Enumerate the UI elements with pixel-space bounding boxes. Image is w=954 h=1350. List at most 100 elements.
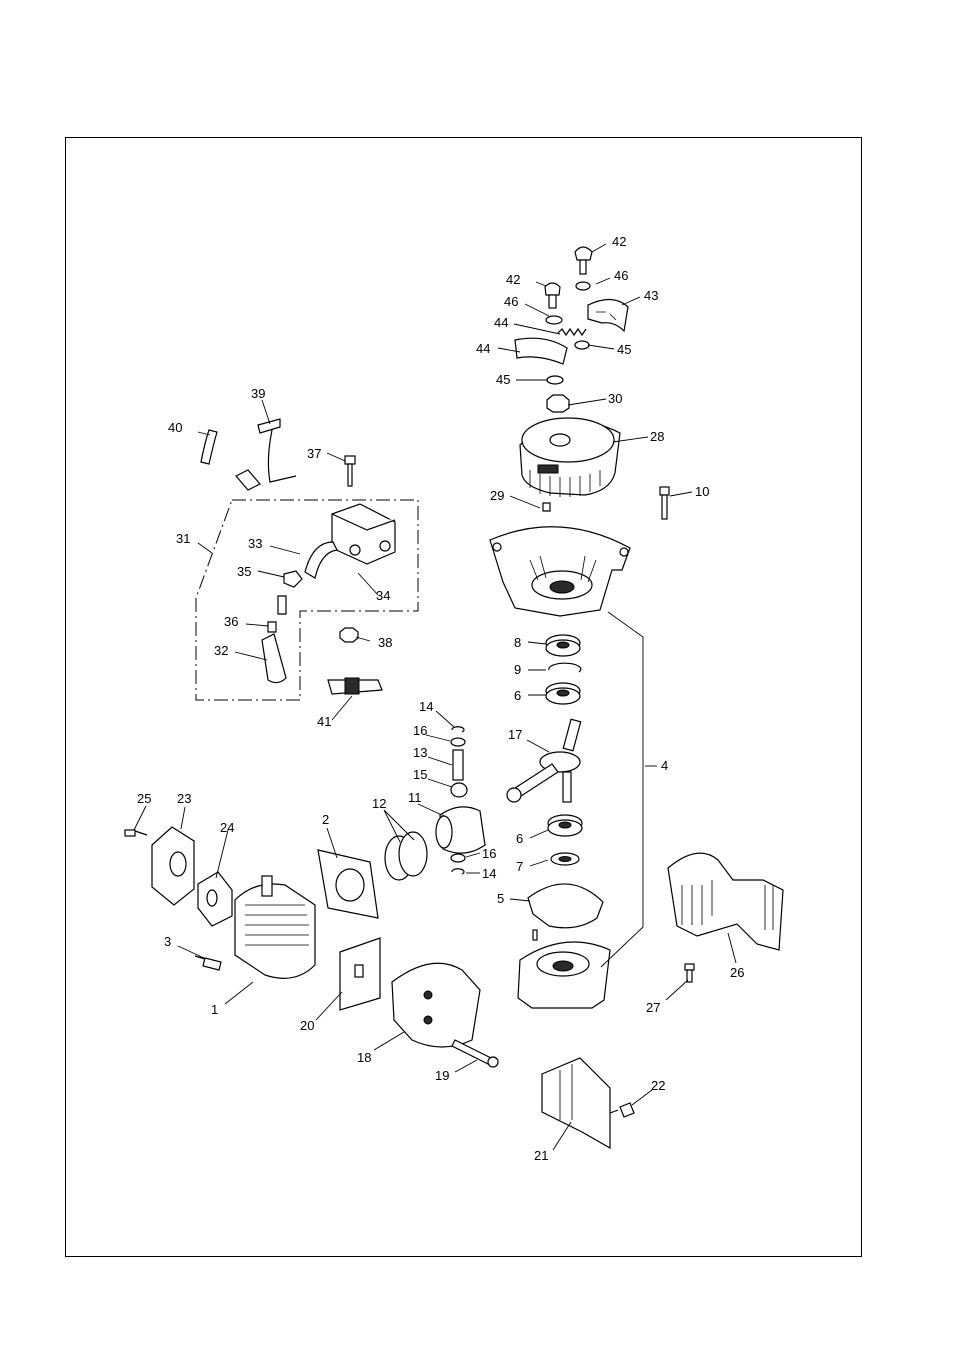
screw-22 (610, 1103, 634, 1117)
label-6a: 6 (514, 688, 521, 703)
label-46a: 46 (614, 268, 628, 283)
label-46b: 46 (504, 294, 518, 309)
nut-30 (547, 395, 569, 412)
bearing-6-bottom (548, 815, 582, 836)
label-20: 20 (300, 1018, 314, 1033)
muffler-18 (392, 963, 480, 1047)
label-37: 37 (307, 446, 321, 461)
label-12: 12 (372, 796, 386, 811)
screw-10 (660, 487, 669, 519)
label-22: 22 (651, 1078, 665, 1093)
washer-45-left (547, 376, 563, 384)
washer-46-left (546, 316, 562, 324)
clutch-shoe-42-right (588, 299, 628, 331)
nut-38 (340, 628, 358, 642)
label-34: 34 (376, 588, 390, 603)
label-32: 32 (214, 643, 228, 658)
bearing-8 (546, 635, 580, 656)
label-45b: 45 (496, 372, 510, 387)
insulator-23 (152, 827, 194, 905)
plug-boot-32 (262, 634, 286, 683)
spring-36 (278, 596, 286, 614)
label-31: 31 (176, 531, 190, 546)
label-28: 28 (650, 429, 664, 444)
screw-3 (195, 956, 221, 970)
screw-37 (345, 456, 355, 486)
clutch-bolt-44-top (575, 247, 592, 274)
label-16b: 16 (482, 846, 496, 861)
label-2: 2 (322, 812, 329, 827)
label-40: 40 (168, 420, 182, 435)
label-18: 18 (357, 1050, 371, 1065)
screw-27 (685, 964, 694, 982)
label-30: 30 (608, 391, 622, 406)
crankcase-lower (518, 930, 610, 1008)
label-39: 39 (251, 386, 265, 401)
spark-plug-41 (328, 678, 382, 694)
screw-25 (125, 830, 147, 836)
gasket-20 (340, 938, 380, 1010)
label-42a: 43 (644, 288, 658, 303)
label-36: 36 (224, 614, 238, 629)
label-4: 4 (661, 758, 668, 773)
circlip-14-top (452, 727, 464, 732)
circlip-14-bottom (452, 869, 464, 874)
clutch-shoe-42-left (515, 338, 567, 364)
label-3: 3 (164, 934, 171, 949)
flywheel-28 (520, 418, 620, 497)
label-14a: 14 (419, 699, 433, 714)
clutch-spring-43 (558, 329, 586, 335)
label-44b: 42 (506, 272, 520, 287)
washer-46-top (576, 282, 590, 290)
shield-21 (542, 1058, 610, 1148)
ignition-coil-34 (332, 504, 395, 564)
washer-16-bottom (451, 854, 465, 862)
label-10: 10 (695, 484, 709, 499)
key-29 (543, 503, 550, 511)
bearing-15 (451, 783, 467, 797)
label-38: 38 (378, 635, 392, 650)
clutch-bolt-44-left (545, 283, 560, 308)
label-15: 15 (413, 767, 427, 782)
crankcase-upper (490, 527, 630, 616)
snap-ring-9 (549, 663, 581, 672)
label-19: 19 (435, 1068, 449, 1083)
label-41: 41 (317, 714, 331, 729)
label-21: 21 (534, 1148, 548, 1163)
label-5: 5 (497, 891, 504, 906)
gasket-5 (528, 884, 603, 928)
piston-rings-12 (385, 832, 427, 880)
label-35: 35 (237, 564, 251, 579)
label-8: 8 (514, 635, 521, 650)
gasket-24 (198, 872, 232, 926)
terminal-35 (284, 571, 302, 587)
bearing-6-top (546, 683, 580, 704)
piston-pin-13 (453, 750, 463, 780)
label-24: 24 (220, 820, 234, 835)
label-23: 23 (177, 791, 191, 806)
bolt-19 (452, 1040, 498, 1067)
label-6b: 6 (516, 831, 523, 846)
label-17: 17 (508, 727, 522, 742)
bracket-39 (236, 419, 296, 490)
label-25: 25 (137, 791, 151, 806)
wire-33 (305, 542, 337, 578)
piston-11 (436, 807, 485, 853)
gasket-2 (318, 850, 378, 918)
label-44a: 42 (612, 234, 626, 249)
label-13: 13 (413, 745, 427, 760)
washer-45-right (575, 341, 589, 349)
label-11: 11 (408, 790, 422, 805)
label-7: 7 (516, 859, 523, 874)
label-27: 27 (646, 1000, 660, 1015)
cover-26 (668, 853, 783, 950)
oil-seal-7 (551, 853, 579, 865)
label-1: 1 (211, 1002, 218, 1017)
label-43: 44 (494, 315, 508, 330)
label-16a: 16 (413, 723, 427, 738)
label-29: 29 (490, 488, 504, 503)
terminal-spring-36 (268, 622, 276, 632)
label-26: 26 (730, 965, 744, 980)
label-9: 9 (514, 662, 521, 677)
